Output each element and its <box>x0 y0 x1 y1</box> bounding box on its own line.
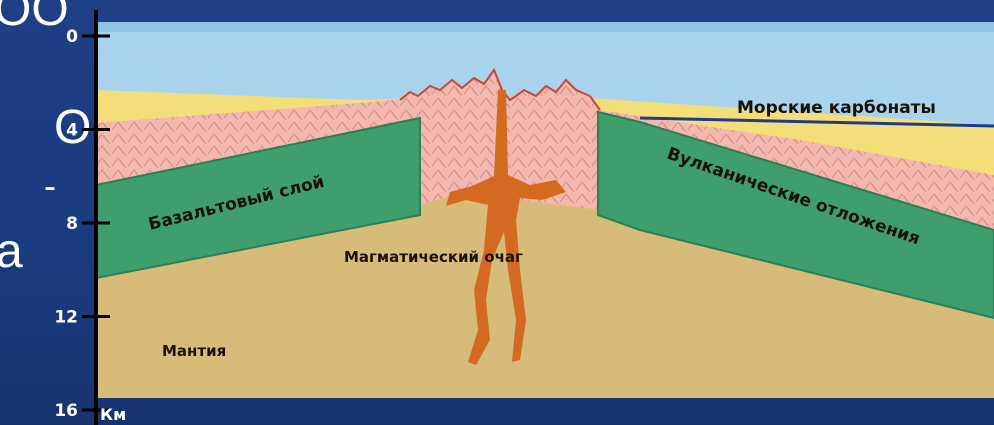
depth-tick-label: 12 <box>54 308 78 328</box>
label-marine-carbonates: Морские карбонаты <box>737 98 936 118</box>
depth-tick-label: 8 <box>66 214 78 234</box>
depth-axis-unit: Км <box>100 405 126 424</box>
label-magma-chamber: Магматический очаг <box>344 248 523 266</box>
label-mantle: Мантия <box>162 342 226 360</box>
depth-tick-label: 4 <box>66 121 78 141</box>
depth-tick-label: 0 <box>66 27 78 47</box>
depth-tick-label: 16 <box>54 401 78 421</box>
